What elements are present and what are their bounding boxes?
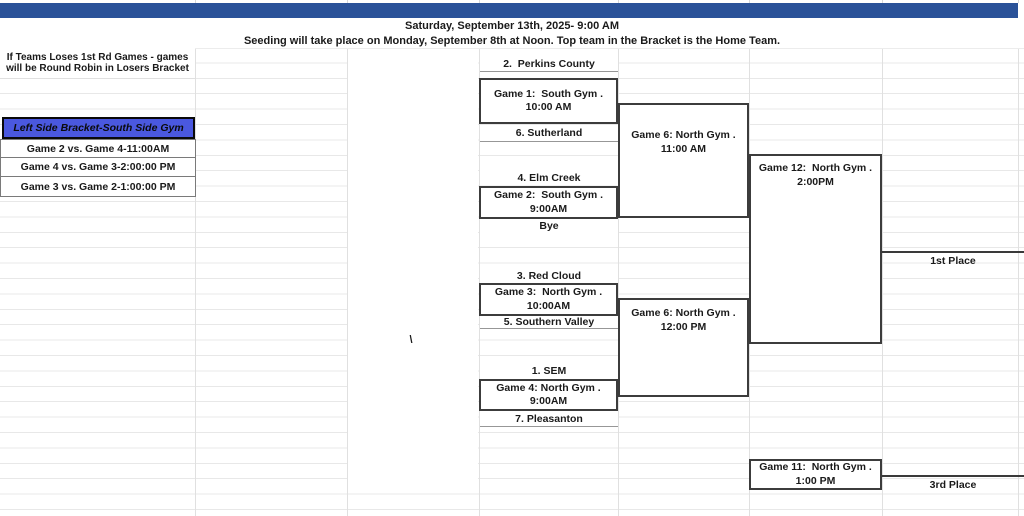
team-cell-sem[interactable]: 1. SEM [480, 363, 618, 379]
game-6-11am-box[interactable]: Game 6: North Gym . 11:00 AM [618, 103, 749, 218]
team-cell-elm-creek[interactable]: 4. Elm Creek [480, 170, 618, 185]
team-cell-red-cloud[interactable]: 3. Red Cloud [480, 268, 618, 283]
column-gridline [618, 48, 619, 516]
stray-backslash-cell[interactable]: \ [409, 334, 413, 346]
game-12-box[interactable]: Game 12: North Gym . 2:00PM [749, 154, 882, 344]
seeding-note[interactable]: Seeding will take place on Monday, Septe… [0, 33, 1024, 49]
column-gridline [195, 0, 196, 3]
team-cell-perkins-county[interactable]: 2. Perkins County [480, 56, 618, 72]
game-6-12pm-time: 12:00 PM [660, 320, 707, 333]
column-gridline [618, 0, 619, 3]
column-gridline [1018, 0, 1019, 3]
left-bracket-label[interactable]: Left Side Bracket-South Side Gym [2, 117, 195, 139]
column-gridline [749, 0, 750, 3]
team-cell-sutherland[interactable]: 6. Sutherland [480, 125, 618, 142]
game-4-box[interactable]: Game 4: North Gym . 9:00AM [479, 379, 618, 411]
third-place-line [882, 475, 1024, 477]
game-11-time: 1:00 PM [795, 474, 836, 487]
game-4-time: 9:00AM [529, 395, 568, 407]
game-12-time: 2:00PM [797, 175, 834, 188]
game-1-box[interactable]: Game 1: South Gym . 10:00 AM [479, 78, 618, 124]
schedule-row-1[interactable]: Game 2 vs. Game 4-11:00AM [0, 139, 196, 158]
game-6-11am-name: Game 6: North Gym . [631, 129, 736, 141]
column-gridline [882, 48, 883, 516]
game-4-name: Game 4: North Gym . [496, 381, 601, 394]
team-cell-bye[interactable]: Bye [480, 219, 618, 233]
game-2-time: 9:00AM [529, 202, 568, 215]
schedule-row-2[interactable]: Game 4 vs. Game 3-2:00:00 PM [0, 157, 196, 177]
game-1-name: Game 1: South Gym . [493, 87, 604, 100]
merged-empty-column [348, 48, 478, 490]
column-gridline [479, 48, 480, 516]
first-place-label[interactable]: 1st Place [930, 254, 976, 267]
column-gridline [1018, 48, 1019, 516]
column-gridline [347, 0, 348, 3]
losers-bracket-note-line2: will be Round Robin in Losers Bracket [6, 63, 189, 74]
game-2-name: Game 2: South Gym . [493, 189, 604, 201]
game-11-box[interactable]: Game 11: North Gym . 1:00 PM [749, 459, 882, 490]
game-1-time: 10:00 AM [525, 101, 572, 113]
team-cell-pleasanton[interactable]: 7. Pleasanton [480, 412, 618, 427]
column-gridline [479, 0, 480, 3]
game-2-box[interactable]: Game 2: South Gym . 9:00AM [479, 186, 618, 219]
column-gridline [882, 0, 883, 3]
losers-bracket-note-line1: If Teams Loses 1st Rd Games - games [6, 51, 189, 63]
column-gridline [195, 48, 196, 516]
losers-bracket-note[interactable]: If Teams Loses 1st Rd Games - games will… [0, 48, 195, 79]
column-gridline [347, 48, 348, 516]
game-12-name: Game 12: North Gym . [758, 162, 873, 174]
game-3-box[interactable]: Game 3: North Gym . 10:00AM [479, 283, 618, 316]
game-6-11am-time: 11:00 AM [660, 142, 707, 155]
header-banner [0, 3, 1018, 18]
third-place-label[interactable]: 3rd Place [929, 478, 977, 491]
game-3-time: 10:00AM [526, 299, 571, 312]
game-3-name: Game 3: North Gym . [494, 286, 603, 298]
schedule-row-3[interactable]: Game 3 vs. Game 2-1:00:00 PM [0, 176, 196, 197]
game-6-12pm-name: Game 6: North Gym . [631, 307, 736, 319]
event-date-title[interactable]: Saturday, September 13th, 2025- 9:00 AM [0, 18, 1024, 34]
game-11-name: Game 11: North Gym . [759, 461, 872, 473]
first-place-line [882, 251, 1024, 253]
team-cell-southern-valley[interactable]: 5. Southern Valley [480, 315, 618, 329]
game-6-12pm-box[interactable]: Game 6: North Gym . 12:00 PM [618, 298, 749, 397]
